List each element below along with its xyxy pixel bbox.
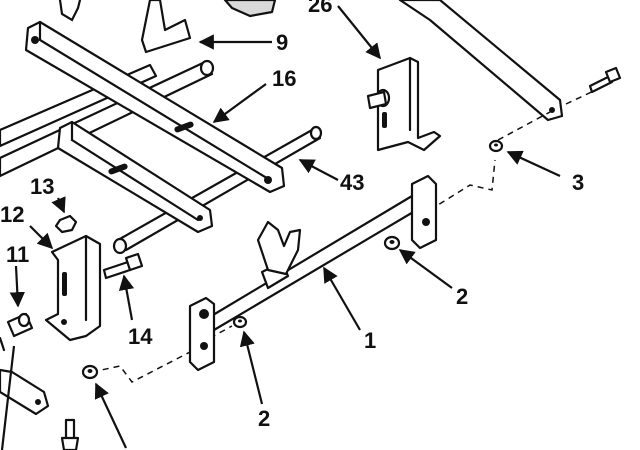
nut-lower-left [81, 364, 99, 380]
nut-2b [232, 315, 248, 329]
callout-3: 3 [572, 170, 584, 195]
bracket-12 [44, 234, 102, 342]
callout-43: 43 [340, 170, 364, 195]
pin-11 [6, 312, 34, 338]
nut-3 [488, 139, 504, 153]
lever-1 [188, 174, 438, 372]
bar-16 [24, 20, 286, 194]
nut-13 [54, 214, 78, 234]
callout-2b: 2 [258, 406, 270, 431]
callout-14: 14 [128, 324, 153, 349]
callout-1: 1 [364, 328, 376, 353]
callout-11: 11 [6, 242, 29, 267]
top-left-fragment [58, 0, 277, 54]
bracket-26 [366, 56, 442, 152]
bolt-top-right [588, 66, 622, 94]
callout-26: 26 [308, 0, 332, 17]
bolt-bottom [60, 418, 80, 450]
callout-13: 13 [30, 174, 54, 199]
callout-labels: 9 26 16 43 3 13 12 11 14 2 1 2 [0, 0, 584, 431]
leaders [0, 5, 561, 450]
callout-16: 16 [272, 66, 296, 91]
nut-2a [383, 235, 401, 251]
bolt-14 [102, 252, 144, 280]
callout-2a: 2 [456, 284, 468, 309]
callout-12: 12 [0, 202, 24, 227]
callout-9: 9 [276, 30, 288, 55]
lower-bar [56, 120, 214, 234]
upper-arm [398, 0, 564, 122]
